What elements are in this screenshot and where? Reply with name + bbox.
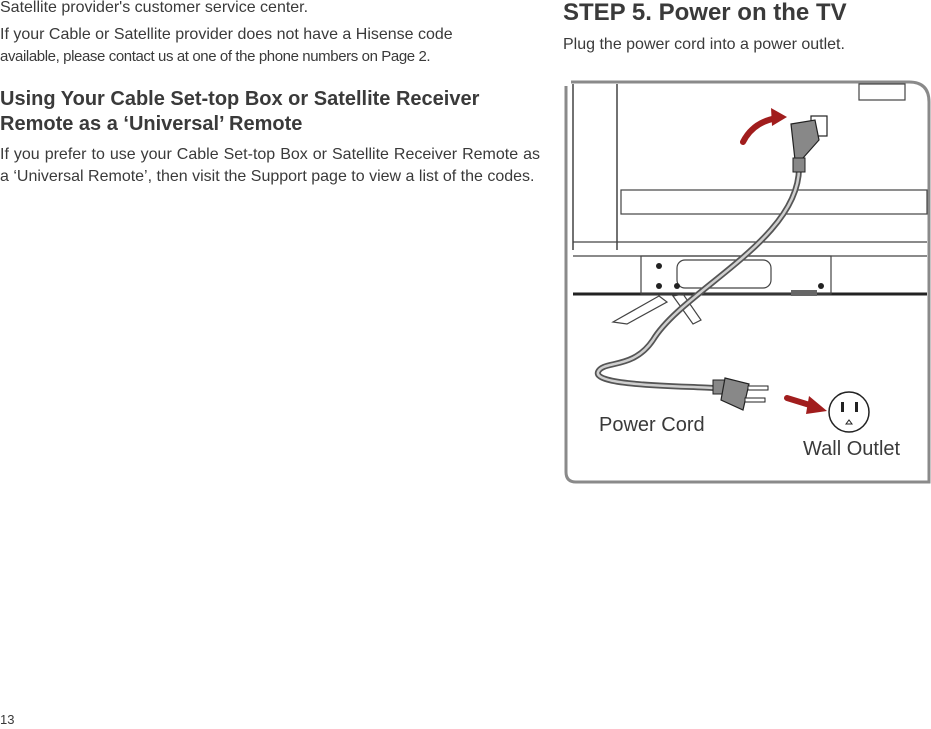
arrow-to-tv-head — [771, 108, 787, 126]
outlet-slot-left — [841, 402, 844, 412]
outlet-slot-right — [855, 402, 858, 412]
tv-vent-panel — [620, 189, 928, 215]
power-cord-highlight — [596, 166, 801, 390]
heading-line-1: Using Your Cable Set-top Box or Satellit… — [0, 88, 480, 110]
paragraph-provider-center: Satellite provider's customer service ce… — [0, 0, 309, 16]
stand-leg-left — [611, 295, 669, 325]
tv-label-box — [858, 83, 906, 101]
paragraph-no-code-line1: If your Cable or Satellite provider does… — [0, 26, 453, 43]
plug-prong-2 — [744, 397, 766, 403]
stand-leg-right — [671, 293, 702, 325]
step-instruction: Plug the power cord into a power outlet. — [563, 36, 845, 53]
paragraph-no-code: If your Cable or Satellite provider does… — [0, 24, 540, 68]
screw-hole-3 — [674, 283, 680, 289]
iec-plug — [790, 119, 820, 161]
wall-outlet — [828, 391, 870, 433]
label-power-cord: Power Cord — [599, 414, 705, 436]
screw-hole-4 — [818, 283, 824, 289]
panel-frame — [564, 80, 931, 484]
label-wall-outlet: Wall Outlet — [803, 438, 901, 460]
stand-base — [640, 255, 832, 295]
illustration-svg — [564, 80, 931, 484]
screw-hole-2 — [656, 283, 662, 289]
tv-foot-pad — [791, 290, 817, 296]
section-heading-universal-remote: Using Your Cable Set-top Box or Satellit… — [0, 87, 540, 137]
screw-hole-1 — [656, 263, 662, 269]
page-number: 13 — [0, 712, 15, 727]
power-cord-illustration: Power Cord Wall Outlet — [563, 80, 931, 484]
wall-plug-body — [720, 377, 750, 411]
outlet-ground — [845, 419, 853, 425]
arrow-to-outlet-head — [806, 396, 827, 414]
stand-slot — [676, 259, 772, 289]
iec-plug-strain-relief — [792, 157, 806, 173]
paragraph-universal-remote: If you prefer to use your Cable Set-top … — [0, 146, 540, 185]
plug-prong-1 — [747, 385, 769, 391]
step-heading: STEP 5. Power on the TV — [563, 0, 847, 26]
heading-line-2: Remote as a ‘Universal’ Remote — [0, 113, 303, 135]
paragraph-no-code-line2: available, please contact us at one of t… — [0, 48, 431, 65]
